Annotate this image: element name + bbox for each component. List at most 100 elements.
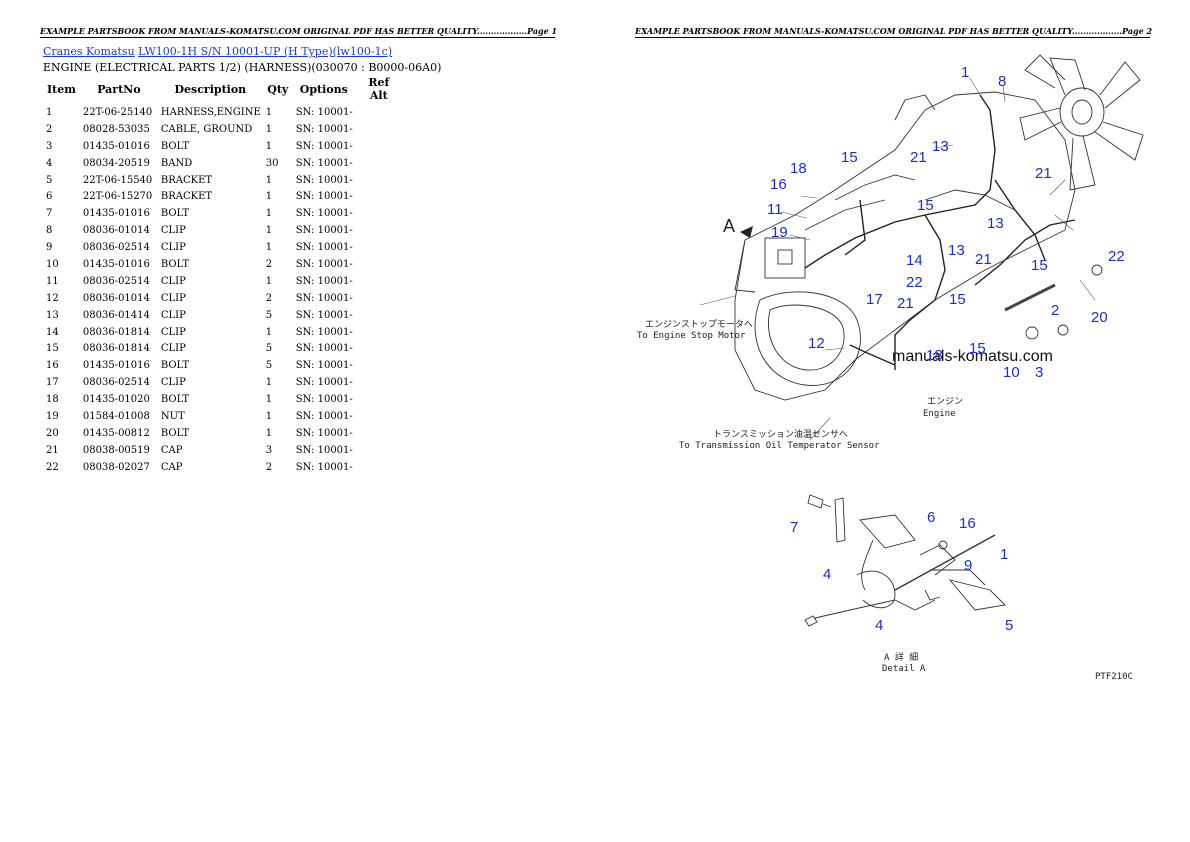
detail-label-en: Detail A [882,664,926,674]
fan-drawing [1019,54,1144,191]
cell-description: CLIP [160,326,186,338]
callout: 7 [790,519,798,536]
section-title: ENGINE (ELECTRICAL PARTS 1/2) (HARNESS)(… [43,61,442,74]
cell-options: SN: 10001- [295,343,353,355]
cell-description: CLIP [160,275,186,287]
callout: 8 [998,73,1006,90]
cell-qty: 1 [265,191,273,203]
callout: 13 [932,138,949,155]
cell-item: 17 [46,377,59,389]
cell-partno: 01435-00812 [82,427,150,439]
cell-description: CLIP [160,309,186,321]
view-arrow [740,226,753,238]
callout: 10 [1003,364,1020,381]
cell-ref-alt [355,340,403,357]
cell-partno: 08036-01414 [82,309,150,321]
cell-item: 21 [46,444,59,456]
cell-description: CLIP [160,292,186,304]
note-engine-en: Engine [923,409,956,419]
callout: 13 [948,242,965,259]
cell-item: 5 [46,174,53,186]
cell-ref-alt [355,425,403,442]
callout: 12 [808,335,825,352]
cell-options: SN: 10001- [295,444,353,456]
cell-qty: 1 [265,242,273,254]
cell-qty: 1 [265,427,273,439]
cell-partno: 08036-02514 [82,275,150,287]
breadcrumb-link-model[interactable]: LW100-1H S/N 10001-UP (H Type)(lw100-1c) [138,45,393,58]
cell-partno: 22T-06-15540 [82,174,153,186]
view-marker: A [723,216,735,236]
detail-label-jp: A 詳 細 [884,651,918,663]
cell-qty: 1 [265,106,273,118]
cell-item: 6 [46,191,53,203]
cell-ref-alt [355,374,403,391]
callout: 20 [1091,309,1108,326]
cell-item: 22 [46,461,59,473]
cell-item: 1 [46,106,53,118]
cell-options: SN: 10001- [295,275,353,287]
page-header: EXAMPLE PARTSBOOK FROM MANUALS-KOMATSU.C… [635,26,1153,38]
cell-description: BOLT [160,258,190,270]
callout: 16 [959,515,976,532]
cell-ref-alt [355,307,403,324]
cell-item: 12 [46,292,59,304]
cell-options: SN: 10001- [295,225,353,237]
callout: 19 [771,224,788,241]
cell-qty: 1 [265,208,273,220]
col-partno: PartNo [97,82,141,96]
cell-partno: 01435-01020 [82,394,150,406]
cell-qty: 5 [265,360,273,372]
cell-qty: 1 [265,140,273,152]
cell-ref-alt [355,205,403,222]
cell-description: BOLT [160,140,190,152]
cell-qty: 5 [265,343,273,355]
cell-partno: 08028-53035 [82,123,150,135]
callout: 3 [1035,364,1043,381]
callout: 2 [1051,302,1059,319]
callout: 15 [841,149,858,166]
cell-qty: 1 [265,225,273,237]
page-header: EXAMPLE PARTSBOOK FROM MANUALS-KOMATSU.C… [40,26,558,38]
cell-qty: 2 [265,461,273,473]
cell-ref-alt [355,459,403,476]
callout: 21 [910,149,927,166]
note-engine-jp: エンジン [927,397,963,407]
cell-qty: 2 [265,258,273,270]
cell-description: BOLT [160,394,190,406]
cell-partno: 22T-06-25140 [82,106,153,118]
cell-ref-alt [355,155,403,172]
col-options: Options [299,82,348,96]
cell-description: BRACKET [160,191,213,203]
breadcrumb-link-brand[interactable]: Cranes Komatsu [43,45,135,58]
cell-partno: 01435-01016 [82,208,150,220]
cell-partno: 08034-20519 [82,157,150,169]
cell-qty: 2 [265,292,273,304]
callout: 14 [906,252,923,269]
cell-item: 11 [46,275,59,287]
cell-item: 18 [46,394,59,406]
cell-options: SN: 10001- [295,309,353,321]
cell-description: CLIP [160,225,186,237]
cell-item: 15 [46,343,59,355]
callout: 13 [987,215,1004,232]
cell-description: CABLE, GROUND [160,123,253,135]
callout: 22 [906,274,923,291]
table-header-row: Item PartNo Description Qty Options Ref … [43,76,403,104]
cell-description: BAND [160,157,193,169]
cell-item: 7 [46,208,53,220]
cell-ref-alt [355,239,403,256]
cell-partno: 08038-00519 [82,444,150,456]
cell-item: 20 [46,427,59,439]
callouts-main: 1 8 13 21 15 18 16 11 19 15 21 13 14 22 … [767,64,1125,381]
cell-partno: 08036-01014 [82,225,150,237]
cell-options: SN: 10001- [295,106,353,118]
engine-drawing [734,91,1076,401]
